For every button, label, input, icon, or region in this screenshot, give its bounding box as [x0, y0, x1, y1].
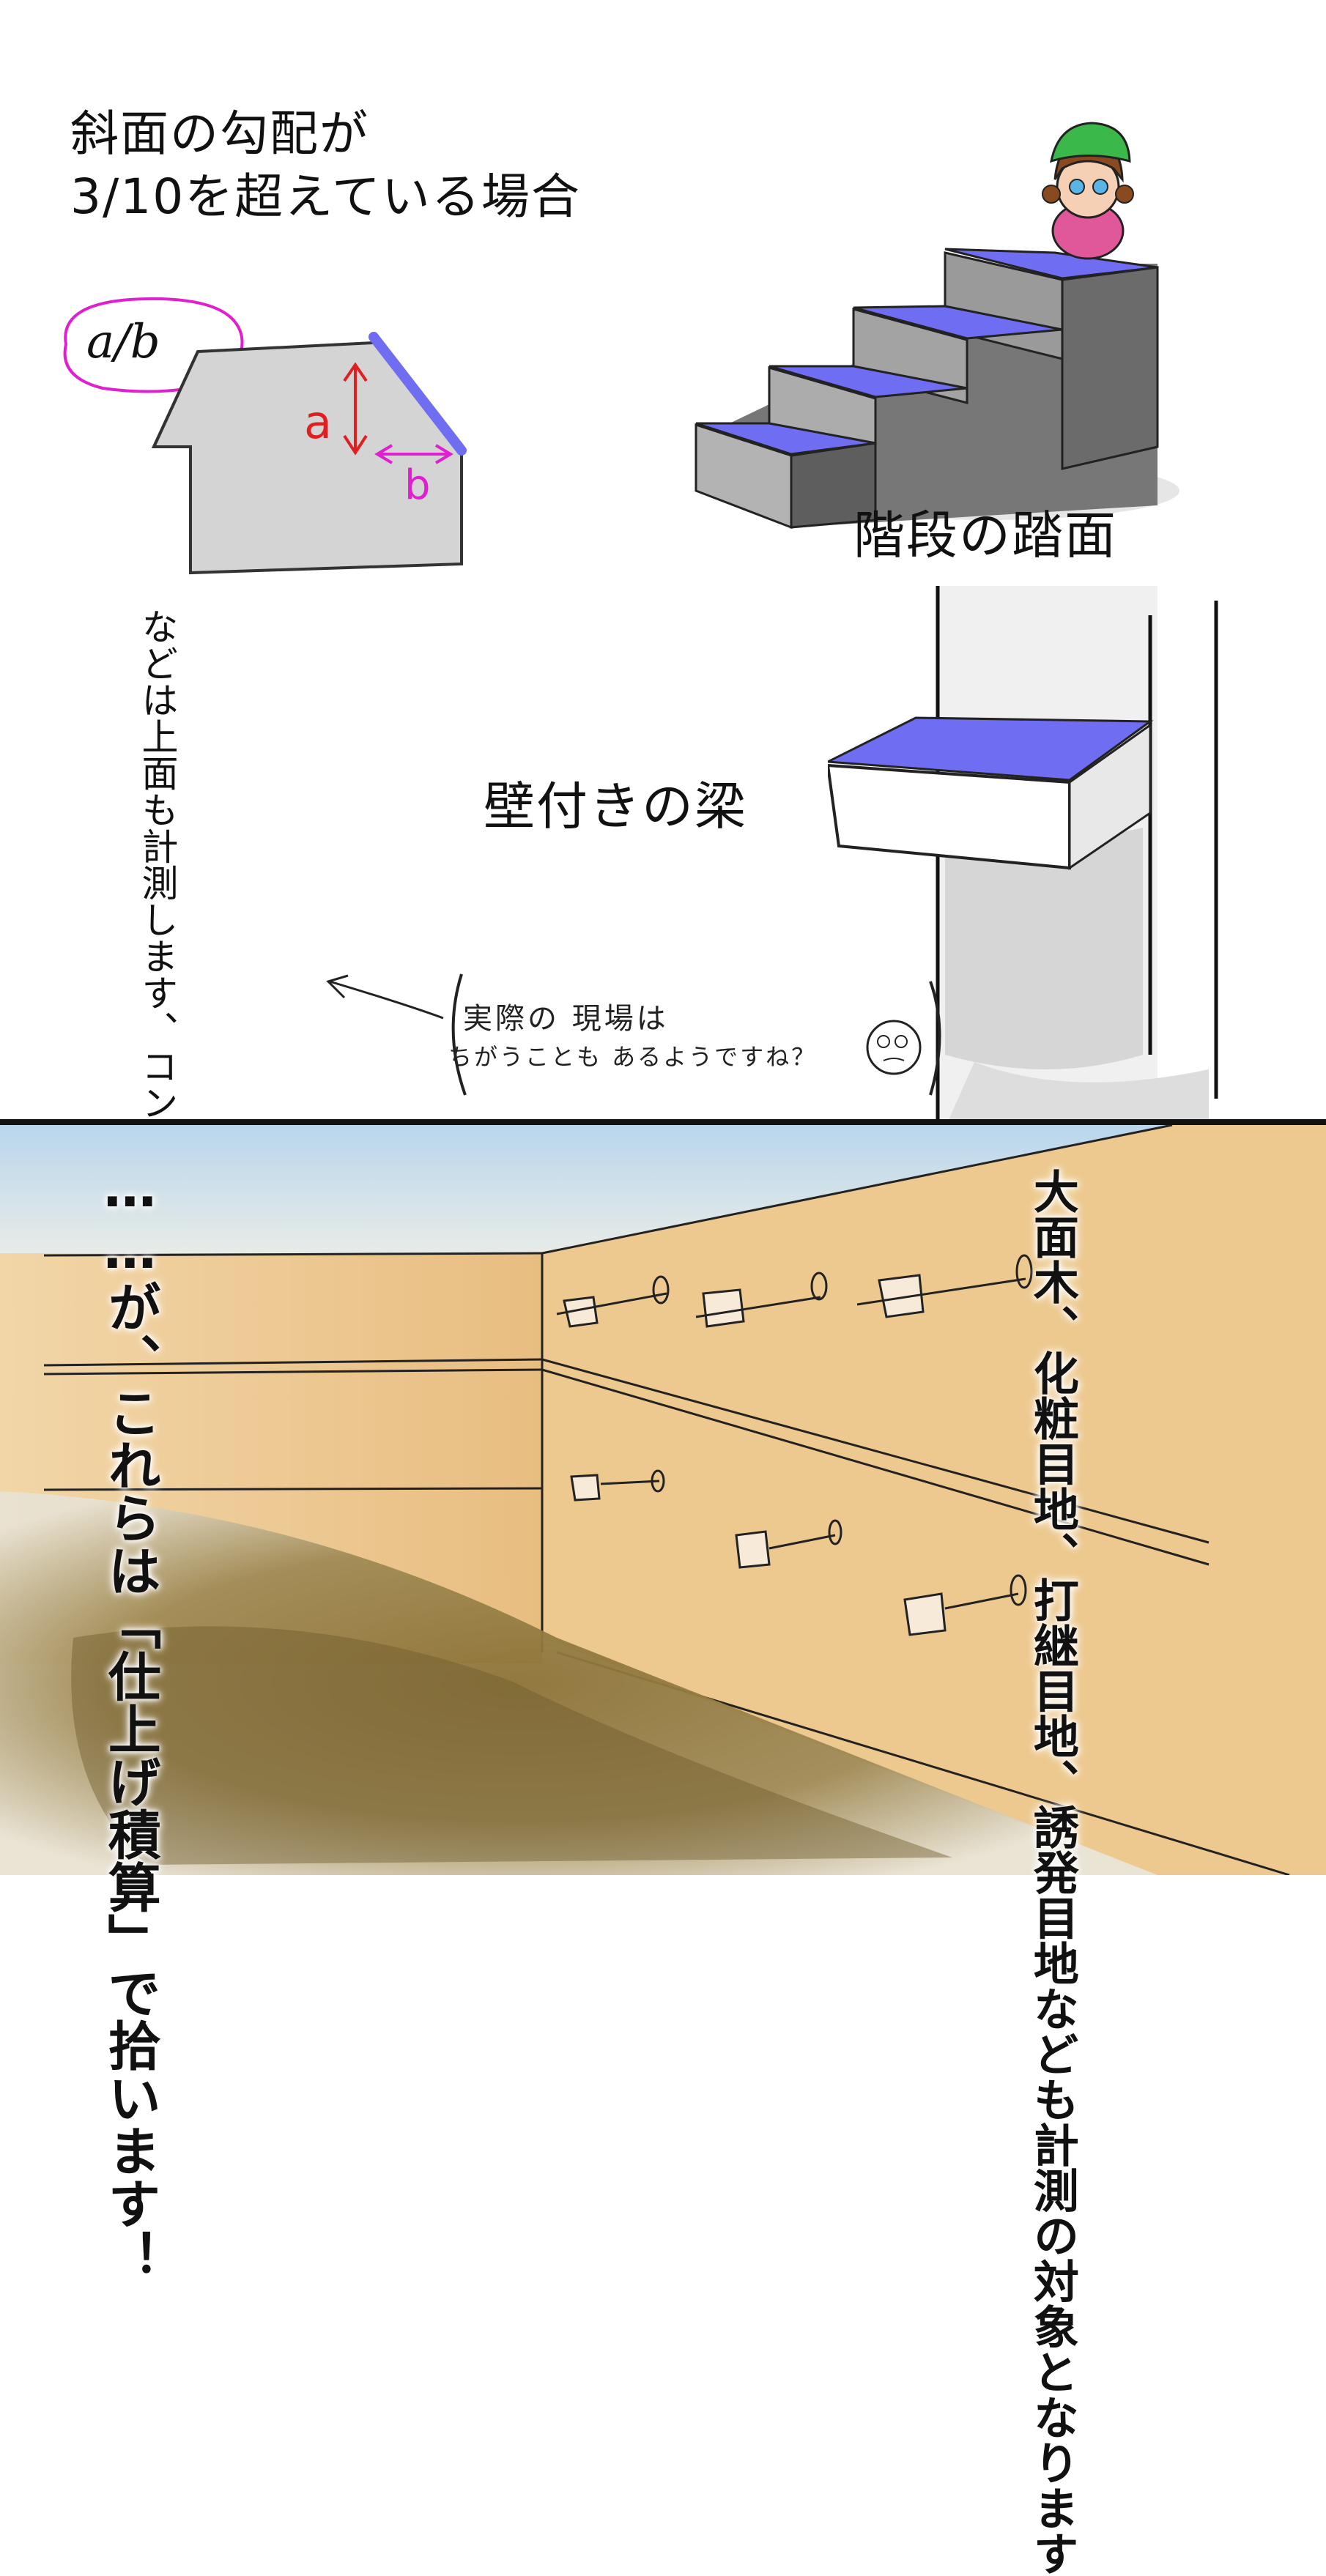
formwork-illustration — [0, 1125, 1326, 1875]
page-title: 斜面の勾配が 3/10を超えている場合 — [70, 103, 581, 229]
arrow-up-icon — [343, 362, 368, 382]
stairs-label: 階段の踏面 — [853, 505, 1117, 565]
joints-note-text: 大面木、化粧目地、打継目地、誘発目地なども計測の対象となります — [1025, 1168, 1079, 2576]
panel-divider — [0, 1119, 1326, 1125]
arrow-right-icon — [434, 444, 453, 464]
slope-diagram — [63, 297, 467, 575]
stairs-illustration — [695, 122, 1179, 530]
character-avatar — [1042, 122, 1134, 260]
label-a: a — [304, 396, 332, 449]
beam-illustration — [828, 586, 1218, 1128]
aside-line-1: 実際の 現場は — [463, 1002, 669, 1036]
aside-line-2: ちがうことも あるようですね？ — [448, 1043, 818, 1071]
arrow-left-icon — [374, 444, 393, 464]
gray-block — [151, 341, 463, 575]
slope-edge — [368, 332, 467, 456]
arrow-left-icon — [329, 980, 444, 1020]
beam-label: 壁付きの梁 — [484, 776, 747, 836]
worried-face-icon — [866, 1020, 922, 1075]
title-line-1: 斜面の勾配が — [70, 105, 369, 162]
aside-annotation — [326, 973, 941, 1096]
ratio-formula: a/b — [86, 315, 160, 369]
label-b: b — [404, 461, 431, 509]
finish-estimate-text: ……が、これらは「仕上げ積算」で拾います！ — [99, 1157, 161, 2282]
arrow-down-icon — [343, 434, 368, 456]
title-line-2: 3/10を超えている場合 — [70, 168, 581, 225]
